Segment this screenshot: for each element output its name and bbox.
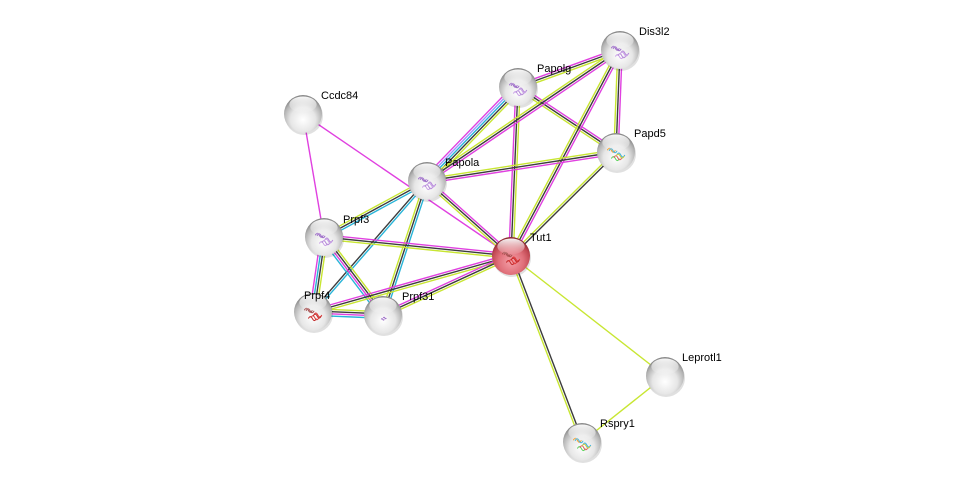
edges-layer: [302, 47, 666, 443]
edge-line-experiments: [381, 253, 511, 314]
edge-line-textmining: [313, 257, 512, 315]
node-highlight: [606, 32, 634, 49]
node-highlight: [651, 358, 679, 375]
node-highlight: [602, 134, 630, 151]
node-highlight: [289, 96, 317, 113]
node-highlight: [413, 163, 441, 180]
edge-line-textmining: [510, 255, 666, 377]
edge-line-experiments: [427, 51, 622, 184]
edge-line-coexpression: [511, 255, 584, 442]
edge-line-textmining: [508, 48, 619, 256]
nodes-layer: Ccdc84 Papolg Dis3l2Papd5PapolaPrpf3Tut1Pr…: [284, 26, 722, 463]
node-label: Prpf4: [304, 290, 330, 302]
edge-line-coexpression: [510, 86, 519, 257]
edge-line-experiments: [427, 153, 617, 184]
node-highlight: [369, 297, 397, 314]
edge-ccdc84-prpf3[interactable]: [302, 113, 325, 238]
edge-line-coexpression: [426, 49, 621, 182]
edge-line-coexpression: [510, 49, 621, 257]
edge-line-experiments: [302, 113, 325, 238]
edge-line-coexpression: [426, 151, 617, 182]
edge-prpf31-tut1[interactable]: [381, 253, 513, 318]
node-dis3l2[interactable]: Dis3l2: [601, 26, 670, 71]
edge-line-coexpression: [323, 180, 428, 238]
node-label: Dis3l2: [639, 26, 670, 38]
node-highlight: [568, 424, 596, 441]
edge-line-experiments: [423, 83, 516, 179]
edge-line-databases: [384, 181, 430, 316]
edge-line-experiments: [518, 84, 618, 151]
node-papola[interactable]: Papola: [408, 157, 480, 202]
edge-line-coexpression: [323, 236, 512, 257]
edge-prpf4-tut1[interactable]: [312, 253, 512, 315]
node-highlight: [299, 294, 327, 311]
edge-prpf3-tut1[interactable]: [323, 234, 512, 259]
node-label: Leprotl1: [682, 352, 722, 364]
node-ccdc84[interactable]: Ccdc84: [284, 90, 358, 135]
protein-structure-icon: [501, 251, 521, 266]
edge-line-coexpression: [517, 86, 617, 153]
edge-line-textmining: [425, 47, 620, 180]
edge-line-textmining: [322, 178, 427, 236]
edge-line-experiments: [312, 253, 511, 311]
edge-line-databases: [313, 181, 429, 314]
edge-line-textmining: [509, 150, 616, 256]
edge-line-homology: [424, 84, 517, 180]
edge-line-experiments: [512, 50, 623, 258]
edge-line-databases: [426, 86, 519, 182]
node-label: Papola: [445, 157, 480, 169]
node-papolg[interactable]: Papolg: [499, 63, 571, 108]
node-label: Rspry1: [600, 418, 635, 430]
protein-structure-icon: [380, 316, 387, 321]
edge-papolg-papd5[interactable]: [516, 84, 618, 155]
edge-line-coexpression: [382, 255, 512, 316]
edge-line-coexpression: [511, 152, 618, 258]
edge-line-coexpression: [311, 179, 427, 312]
node-label: Prpf3: [343, 214, 369, 226]
edge-papd5-tut1[interactable]: [509, 150, 618, 258]
node-label: Papolg: [537, 63, 571, 75]
node-rspry1[interactable]: Rspry1: [563, 418, 635, 463]
edge-papola-prpf4[interactable]: [311, 179, 429, 314]
edge-papd5-papola[interactable]: [426, 149, 617, 184]
node-prpf4[interactable]: Prpf4: [294, 290, 333, 333]
edge-papola-prpf3[interactable]: [322, 178, 429, 240]
node-highlight: [310, 219, 338, 236]
edge-dis3l2-tut1[interactable]: [508, 48, 623, 258]
node-leprotl1[interactable]: Leprotl1: [646, 352, 722, 397]
node-label: Tut1: [530, 232, 552, 244]
edge-ccdc84-tut1[interactable]: [302, 113, 512, 257]
node-highlight: [497, 238, 525, 255]
edge-line-experiments: [508, 86, 517, 256]
node-prpf3[interactable]: Prpf3: [305, 214, 369, 258]
node-highlight: [504, 69, 532, 86]
edge-papolg-tut1[interactable]: [508, 86, 521, 257]
edge-line-textmining: [323, 238, 511, 259]
node-label: Prpf31: [402, 291, 434, 303]
node-label: Ccdc84: [321, 90, 358, 102]
node-prpf31[interactable]: Prpf31: [364, 291, 434, 336]
edge-line-databases: [324, 182, 429, 240]
edge-line-experiments: [324, 234, 512, 255]
edge-line-textmining: [426, 149, 616, 180]
edge-line-textmining: [516, 88, 616, 155]
edge-line-textmining: [383, 257, 513, 318]
edge-line-experiments: [302, 113, 512, 257]
node-label: Papd5: [634, 128, 666, 140]
edge-dis3l2-papola[interactable]: [425, 47, 622, 184]
edge-line-textmining: [509, 256, 582, 443]
node-papd5[interactable]: Papd5: [597, 128, 666, 173]
edge-tut1-leprotl1[interactable]: [510, 255, 666, 377]
edge-line-coexpression: [312, 255, 512, 313]
protein-structure-icon: [303, 307, 323, 322]
edge-tut1-rspry1[interactable]: [509, 255, 584, 443]
node-tut1[interactable]: Tut1: [492, 232, 552, 277]
